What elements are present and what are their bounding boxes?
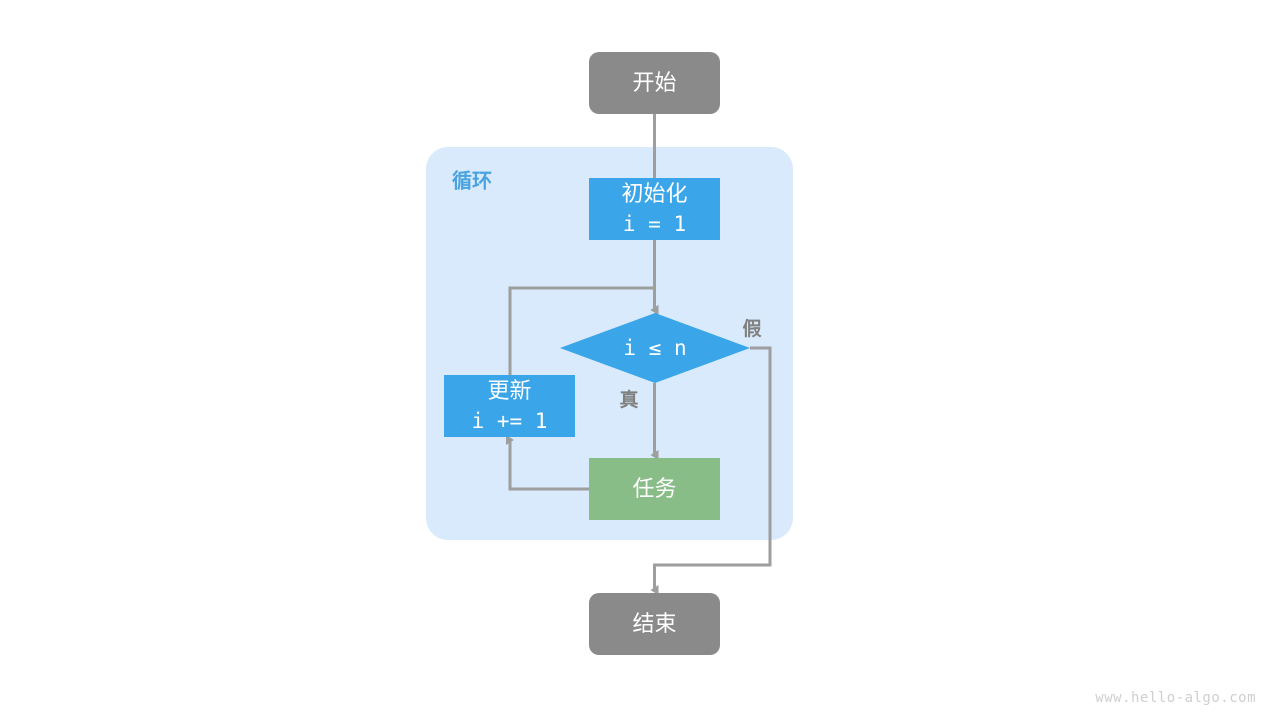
start-node-shape — [589, 52, 720, 114]
update-node[interactable]: 更新 i += 1 — [444, 375, 575, 437]
loop-group-label: 循环 — [452, 168, 492, 192]
edge-condition-false-to-end — [650, 346, 772, 595]
update-node-code: i += 1 — [472, 409, 548, 433]
edge-condition-true-to-task-label: 真 — [619, 388, 638, 411]
start-node-title: 开始 — [632, 70, 676, 95]
end-node-title: 结束 — [632, 611, 676, 636]
init-node-code: i = 1 — [623, 212, 686, 236]
end-node-shape — [589, 593, 720, 655]
condition-node-title: i ≤ n — [623, 336, 686, 360]
watermark-text: www.hello-algo.com — [1095, 690, 1256, 706]
update-node-title: 更新 — [487, 378, 531, 403]
edge-update-to-condition — [508, 286, 659, 375]
end-node[interactable]: 结束 — [589, 593, 720, 655]
task-node-title: 任务 — [632, 476, 676, 501]
edge-task-to-update — [506, 435, 589, 491]
start-node[interactable]: 开始 — [589, 52, 720, 114]
init-node-title: 初始化 — [621, 181, 687, 206]
task-node[interactable]: 任务 — [589, 458, 720, 520]
init-node-shape — [589, 178, 720, 240]
init-node[interactable]: 初始化 i = 1 — [589, 178, 720, 240]
edge-condition-false-to-end-label: 假 — [742, 317, 761, 340]
task-node-shape — [589, 458, 720, 520]
update-node-shape — [444, 375, 575, 437]
condition-node[interactable]: i ≤ n — [560, 313, 750, 383]
edge-labels-layer: 真假 — [619, 317, 761, 411]
edges-layer — [506, 114, 772, 595]
condition-node-shape — [560, 313, 750, 383]
